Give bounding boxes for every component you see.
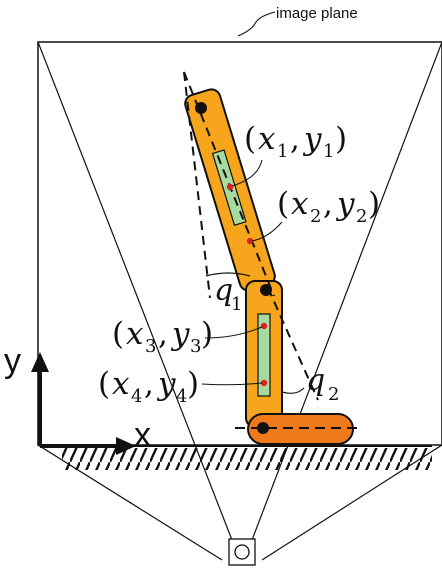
camera bbox=[228, 538, 256, 566]
camera-lens-icon bbox=[234, 544, 250, 560]
leader-1 bbox=[231, 159, 263, 187]
point-label-2: ( x 2 , y 2 ) bbox=[277, 186, 380, 227]
feature-point-3 bbox=[260, 322, 268, 330]
q1-name: q bbox=[214, 273, 233, 308]
svg-text:x: x bbox=[291, 186, 309, 222]
x-axis-label: x bbox=[134, 416, 151, 454]
svg-text:y: y bbox=[156, 366, 176, 402]
leader-3 bbox=[204, 326, 263, 339]
point-label-4: ( x 4 , y 4 ) bbox=[98, 366, 199, 407]
robot-arm bbox=[183, 71, 358, 445]
label-leaders bbox=[201, 159, 283, 386]
y-axis-arrow-icon bbox=[31, 352, 49, 372]
svg-text:(: ( bbox=[98, 366, 110, 402]
ground bbox=[40, 445, 432, 470]
point-label-3-x-sub: 3 bbox=[145, 336, 156, 357]
svg-text:y: y bbox=[335, 186, 355, 222]
feature-point-2 bbox=[246, 237, 254, 245]
q2-sub: 2 bbox=[328, 384, 339, 405]
svg-text:y: y bbox=[170, 316, 190, 352]
lower-link-marker bbox=[257, 313, 271, 397]
svg-text:): ) bbox=[201, 316, 213, 352]
image-plane-leader bbox=[237, 11, 276, 37]
y-axis-label: y bbox=[4, 342, 21, 380]
point-label-3: ( x 3 , y 3 ) bbox=[112, 316, 213, 357]
svg-text:y: y bbox=[302, 121, 322, 157]
q1-sub: 1 bbox=[231, 294, 242, 315]
feature-point-4 bbox=[260, 379, 268, 387]
joint-top bbox=[195, 102, 207, 114]
point-label-1-x-sub: 1 bbox=[277, 141, 288, 162]
svg-text:): ) bbox=[335, 121, 347, 157]
point-label-1-y-sub: 1 bbox=[323, 141, 334, 162]
q2-label: q 2 bbox=[306, 363, 339, 405]
x-axis-arrow-icon bbox=[116, 437, 136, 455]
q1-arc bbox=[205, 272, 251, 277]
feature-point-1 bbox=[226, 183, 234, 191]
lower-link-axis bbox=[267, 287, 319, 401]
joint-elbow bbox=[260, 284, 272, 296]
point-label-2-x-sub: 2 bbox=[310, 206, 321, 227]
point-label-1: ( x 1 , y 1 ) bbox=[244, 121, 347, 162]
point-label-4-x-sub: 4 bbox=[131, 386, 142, 407]
q2-arc bbox=[281, 387, 305, 394]
svg-text:,: , bbox=[144, 366, 154, 402]
point-label-3-y-sub: 3 bbox=[190, 336, 201, 357]
svg-text:,: , bbox=[323, 186, 333, 222]
svg-text:x: x bbox=[258, 121, 276, 157]
svg-text:x: x bbox=[126, 316, 144, 352]
svg-text:): ) bbox=[368, 186, 380, 222]
point-label-4-y-sub: 4 bbox=[176, 386, 187, 407]
svg-text:,: , bbox=[290, 121, 300, 157]
q1-label: q 1 bbox=[214, 273, 242, 315]
svg-text:): ) bbox=[187, 366, 199, 402]
svg-text:(: ( bbox=[112, 316, 124, 352]
leader-2 bbox=[251, 221, 283, 242]
leader-4 bbox=[201, 382, 263, 386]
svg-text:x: x bbox=[112, 366, 130, 402]
q1-reference-line bbox=[183, 71, 211, 299]
svg-text:,: , bbox=[158, 316, 168, 352]
image-plane-label: image plane bbox=[276, 5, 358, 22]
svg-text:(: ( bbox=[277, 186, 289, 222]
axes: y x bbox=[4, 342, 151, 455]
ground-hatch bbox=[62, 448, 432, 470]
joint-base bbox=[257, 422, 269, 434]
svg-text:(: ( bbox=[244, 121, 256, 157]
point-label-2-y-sub: 2 bbox=[356, 206, 367, 227]
q2-name: q bbox=[306, 363, 325, 398]
